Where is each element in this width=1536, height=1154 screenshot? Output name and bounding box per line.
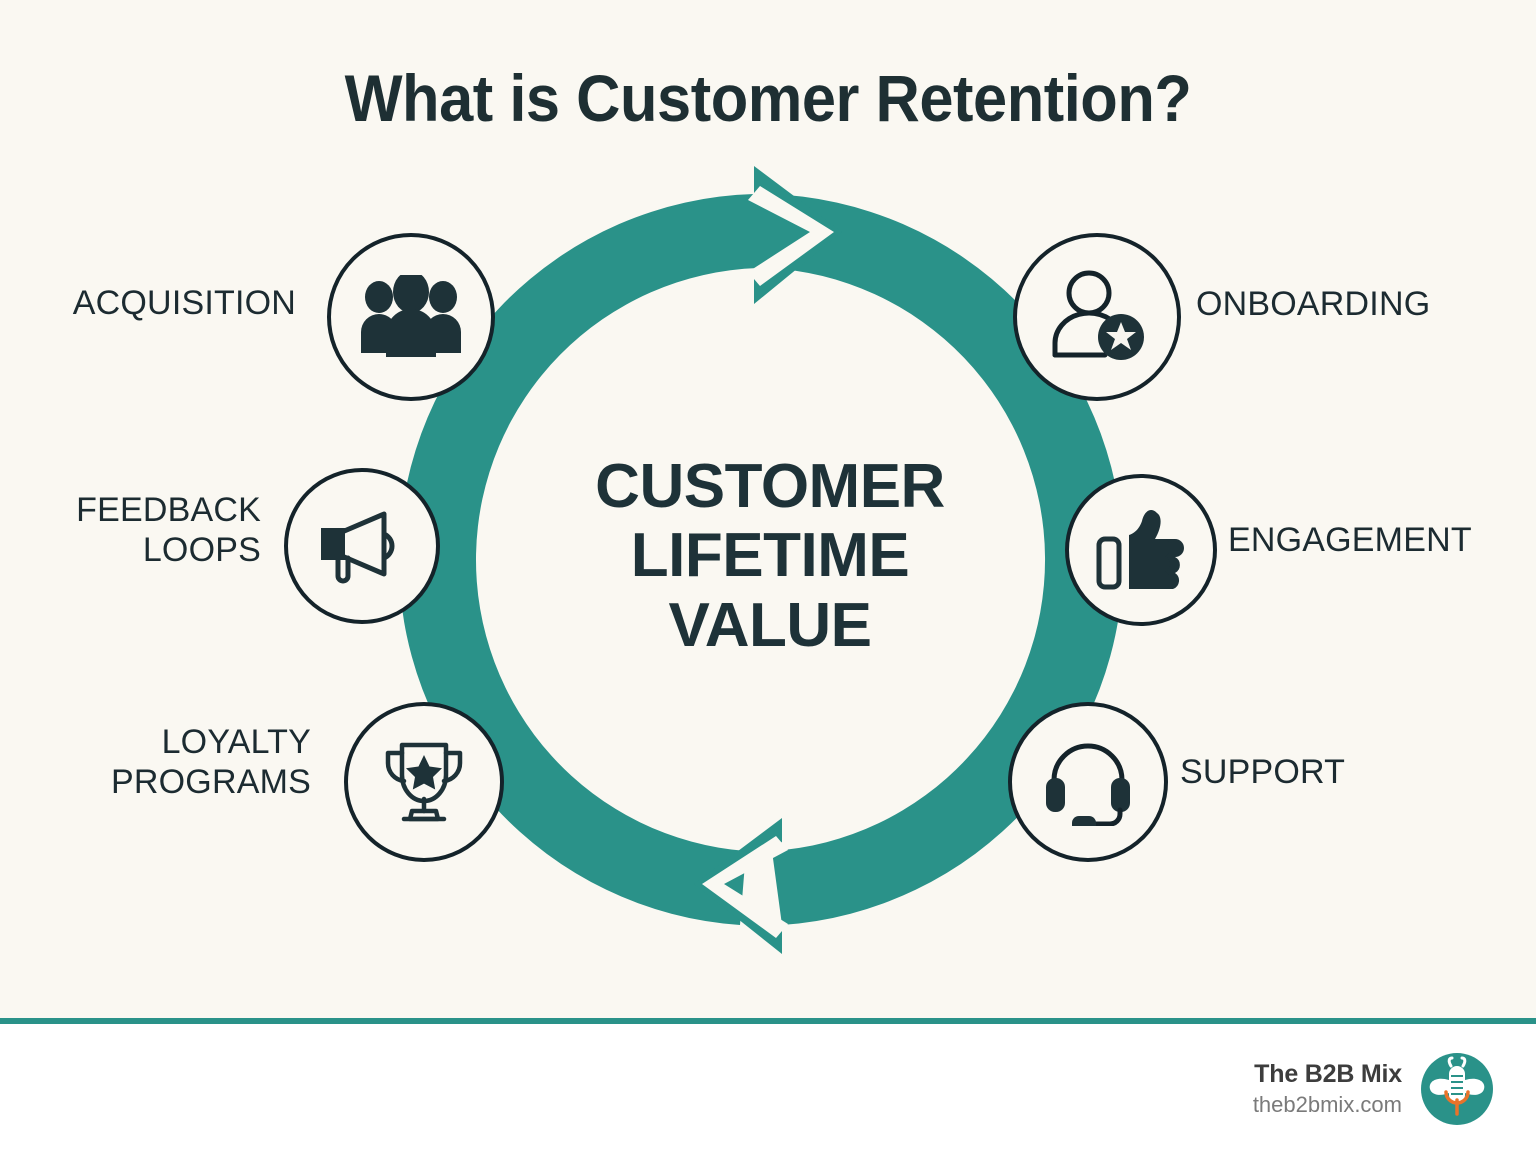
footer-branding: The B2B Mix theb2bmix.com (1253, 1059, 1402, 1120)
footer-divider (0, 1018, 1536, 1024)
stage-label-onboarding: ONBOARDING (1196, 285, 1431, 323)
thumbs-up-icon (1095, 507, 1187, 593)
stage-icon-onboarding[interactable] (1013, 233, 1181, 401)
center-line-2: LIFETIME (630, 521, 910, 591)
center-line-3: VALUE (668, 590, 872, 660)
stage-icon-feedback-loops[interactable] (284, 468, 440, 624)
user-badge-icon (1047, 269, 1147, 365)
stage-icon-support[interactable] (1008, 702, 1168, 862)
headset-icon (1042, 738, 1134, 826)
stage-icon-loyalty-programs[interactable] (344, 702, 504, 862)
center-label: CUSTOMER LIFETIME VALUE (470, 452, 1070, 660)
trophy-icon (380, 737, 468, 827)
stage-label-engagement: ENGAGEMENT (1228, 521, 1472, 559)
brand-url[interactable]: theb2bmix.com (1252, 1091, 1402, 1117)
stage-label-acquisition: ACQUISITION (72, 284, 296, 322)
megaphone-icon (316, 504, 408, 588)
stage-icon-acquisition[interactable] (327, 233, 495, 401)
stage-label-support: SUPPORT (1180, 753, 1346, 791)
stage-label-feedback-loops: FEEDBACK LOOPS (76, 491, 261, 570)
stage-label-loyalty-programs: LOYALTY PROGRAMS (111, 723, 311, 802)
brand-name: The B2B Mix (1254, 1059, 1402, 1088)
people-group-icon (359, 275, 463, 359)
page-title: What is Customer Retention? (344, 61, 1192, 135)
bee-microphone-logo-icon[interactable] (1418, 1050, 1496, 1128)
stage-icon-engagement[interactable] (1065, 474, 1217, 626)
footer: The B2B Mix theb2bmix.com (0, 1024, 1536, 1154)
center-line-1: CUSTOMER (595, 452, 945, 521)
